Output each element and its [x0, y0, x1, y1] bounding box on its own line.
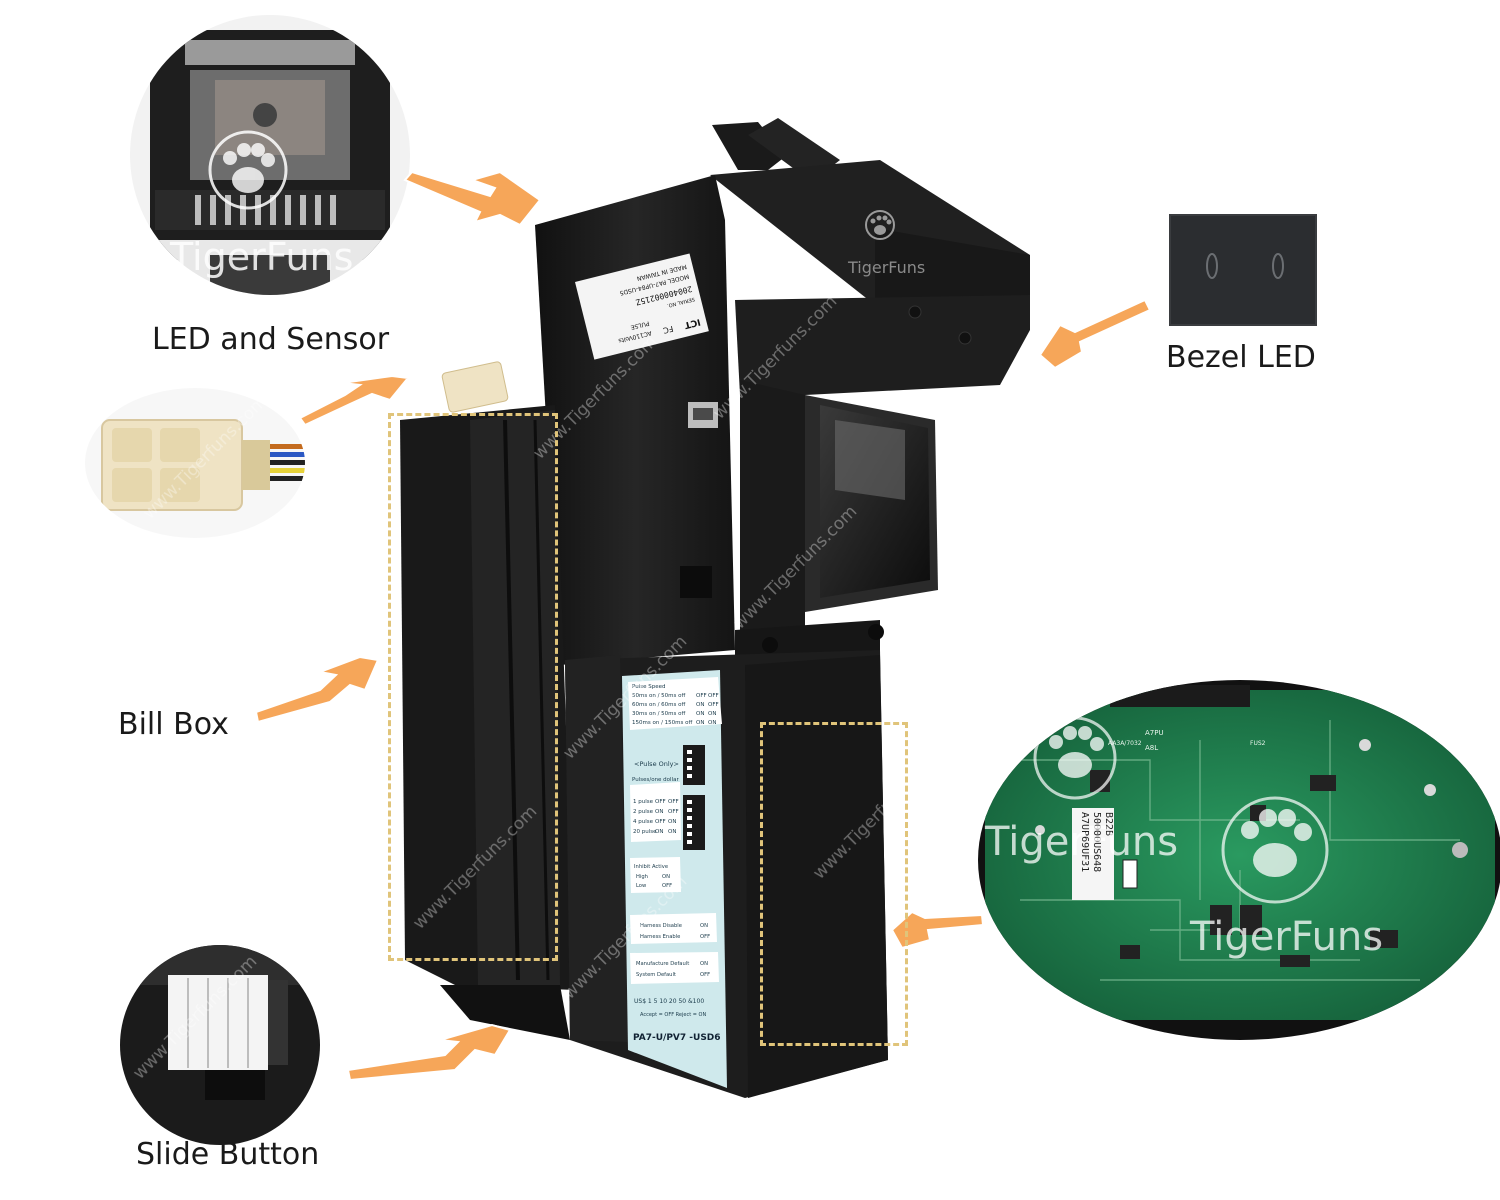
pcb-photo: A7UP69UF31 50000US648 B22B A7PU A8L AA3A… [978, 680, 1500, 1040]
arrow-slide-button [346, 1023, 512, 1082]
pulse-row-3: 20 pulse [633, 829, 657, 835]
arrow-led-sensor [403, 170, 542, 227]
speed-row-0-b: OFF [708, 693, 719, 699]
pulse-row-3-a: ON [655, 829, 663, 835]
inhibit-row-2-a: OFF [662, 883, 672, 889]
pulse-row-2-b: ON [668, 819, 676, 825]
default-row-1-a: OFF [700, 972, 710, 978]
callout-bezel-led: Bezel LED [1166, 340, 1316, 375]
default-row-0-a: ON [700, 961, 708, 967]
default-row-0: Manufacture Default [636, 961, 689, 967]
pcb-sticker-line2: 50000US648 [1091, 812, 1102, 872]
speed-row-1: 60ms on / 60ms off [632, 702, 686, 708]
brand-watermark-pcb-2: TigerFuns [1189, 914, 1383, 960]
label-cert: FC [662, 324, 674, 335]
pulse-row-1-b: OFF [668, 809, 679, 815]
pulse-row-2-a: OFF [655, 819, 666, 825]
brand-logo-device [865, 210, 895, 240]
speed-row-0-a: OFF [696, 693, 707, 699]
pcb-mark-1: A8L [1145, 744, 1158, 752]
pcb-mark-0: A7PU [1145, 729, 1164, 737]
callout-led-sensor: LED and Sensor [152, 322, 390, 357]
pcb-mark-2: AA3A/7032 [1108, 740, 1142, 747]
arrow-bezel-led [1038, 298, 1152, 370]
speed-row-3-b: ON [708, 720, 716, 726]
brand-watermark-device: TigerFuns [847, 258, 925, 277]
pulse-row-2: 4 pulse [633, 819, 654, 825]
inhibit-row-0: Inhibit Active [634, 864, 668, 870]
label-brand: ICT [682, 316, 701, 330]
pcb-area-highlight [760, 722, 908, 1046]
brand-watermark-led: TigerFuns [169, 235, 353, 279]
pulse-row-0: 1 pulse [633, 799, 654, 805]
speed-row-0: 50ms on / 50ms off [632, 693, 686, 699]
pcb-sticker-line1: A7UP69UF31 [1079, 812, 1090, 872]
dip-panel-model: PA7-U/PV7 -USD6 [633, 1033, 721, 1043]
harness-row-0-a: ON [700, 923, 708, 929]
speed-row-2: 30ms on / 50ms off [632, 711, 686, 717]
pulse-row-1: 2 pulse [633, 809, 654, 815]
pcb-sticker-line3: B22B [1103, 812, 1114, 836]
speed-row-1-a: ON [696, 702, 704, 708]
inhibit-row-1: High [636, 874, 648, 880]
default-row-1: System Default [636, 972, 676, 978]
arrow-bill-box [254, 655, 380, 724]
dip-pulse-only: <Pulse Only> [634, 760, 679, 768]
pcb-mark-3: FUS2 [1250, 740, 1266, 747]
arrows [254, 170, 1152, 1082]
speed-row-2-a: ON [696, 711, 704, 717]
label-pulse: PULSE [630, 319, 650, 330]
dip-info-panel: Pulse Speed 50ms on / 50ms off OFF OFF 6… [622, 670, 727, 1088]
speed-row-3: 150ms on / 150ms off [632, 720, 693, 726]
pulse-row-1-a: ON [655, 809, 663, 815]
harness-row-0: Harness Disable [640, 923, 682, 929]
connector-photo [85, 388, 305, 538]
bill-acceptor-device: ICT FC AC110Volts PULSE SERIAL NO. 20040… [400, 118, 1030, 1098]
slide-button-photo [120, 945, 320, 1145]
bill-box-highlight [388, 413, 558, 961]
device-serial-label: ICT FC AC110Volts PULSE SERIAL NO. 20040… [575, 253, 709, 360]
callout-bill-box: Bill Box [118, 707, 229, 742]
currency-row: US$ 1 5 10 20 50 &100 [634, 998, 704, 1005]
dip-section1-title: Pulse Speed [632, 684, 665, 690]
pulse-row-0-a: OFF [655, 799, 666, 805]
harness-row-1-a: OFF [700, 934, 710, 940]
bezel-led-photo [1169, 214, 1317, 326]
inhibit-row-1-a: ON [662, 874, 670, 880]
speed-row-2-b: ON [708, 711, 716, 717]
pulse-row-3-b: ON [668, 829, 676, 835]
speed-row-3-a: ON [696, 720, 704, 726]
callout-slide-button: Slide Button [136, 1137, 320, 1172]
dip-section2-title: Pulses/one dollar [632, 777, 679, 783]
pulse-row-0-b: OFF [668, 799, 679, 805]
arrow-connector [298, 374, 410, 427]
harness-row-1: Harness Enable [640, 934, 680, 940]
speed-row-1-b: OFF [708, 702, 719, 708]
accept-reject: Accept = OFF Reject = ON [640, 1012, 706, 1018]
brand-watermark-pcb-1: TigerFuns [984, 819, 1178, 865]
arrow-pcb [890, 910, 985, 950]
inhibit-row-2: Low [636, 883, 647, 889]
